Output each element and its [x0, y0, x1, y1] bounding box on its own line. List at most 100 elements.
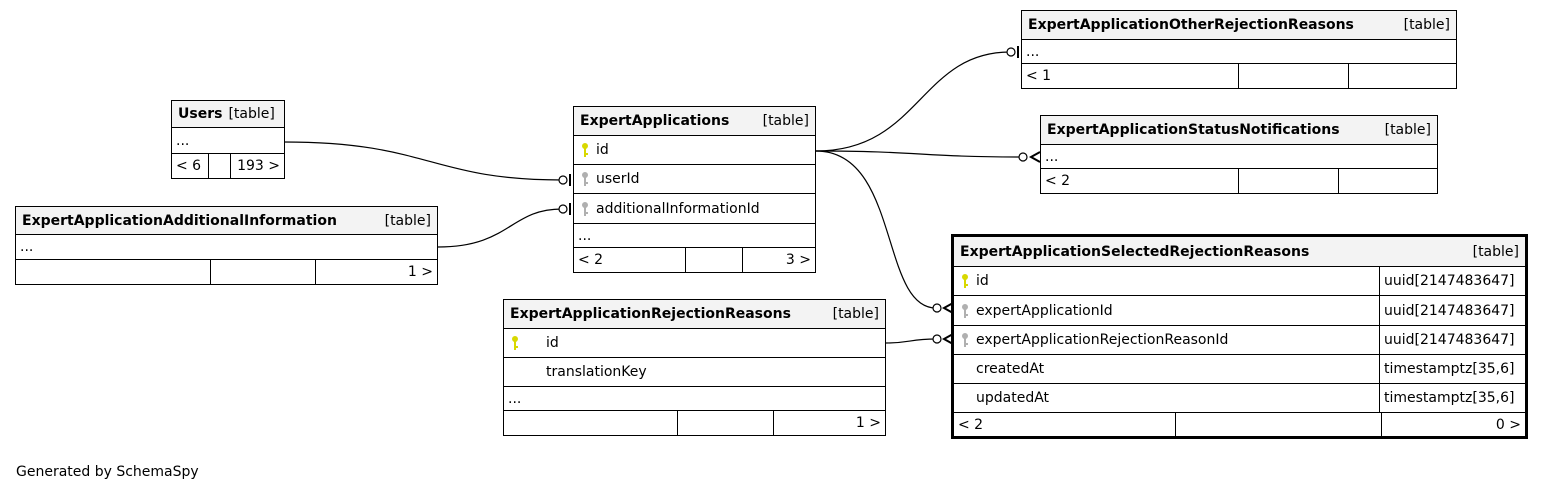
- column-type: uuid[2147483647]: [1379, 326, 1525, 354]
- table-footer: < 2: [1041, 169, 1437, 193]
- zero-marker: [1018, 152, 1028, 162]
- table-name: ExpertApplicationSelectedRejectionReason…: [960, 243, 1310, 260]
- edge-expertapplications-selected: [815, 150, 937, 309]
- table-tag: [table]: [762, 113, 809, 129]
- table-header: ExpertApplications [table]: [574, 107, 815, 136]
- footer-children[interactable]: 3 >: [742, 248, 815, 272]
- table-tag: [table]: [384, 212, 431, 229]
- table-header: ExpertApplicationSelectedRejectionReason…: [954, 237, 1525, 267]
- footer-parents[interactable]: < 1: [1026, 68, 1052, 84]
- table-tag: [table]: [1472, 243, 1519, 260]
- footer-children: 0 >: [1381, 413, 1525, 436]
- ellipsis-row: ...: [16, 235, 437, 260]
- table-rejection-reasons[interactable]: ExpertApplicationRejectionReasons [table…: [503, 299, 886, 436]
- table-name: ExpertApplicationRejectionReasons: [510, 306, 791, 322]
- table-status-notifications[interactable]: ExpertApplicationStatusNotifications [ta…: [1040, 115, 1438, 194]
- column-name: expertApplicationRejectionReasonId: [976, 332, 1229, 348]
- edge-expertapplications-statusnotifications: [815, 150, 1024, 158]
- edge-expertapplications-otherrejection: [815, 51, 1011, 152]
- table-users[interactable]: Users [table] ... < 6 193 >: [171, 100, 285, 179]
- footer-children[interactable]: 193 >: [230, 154, 284, 178]
- column-type: uuid[2147483647]: [1379, 296, 1525, 325]
- table-additional-information[interactable]: ExpertApplicationAdditionalInformation […: [15, 206, 438, 285]
- table-expert-applications[interactable]: ExpertApplications [table] id userId add…: [573, 106, 816, 273]
- zero-marker: [558, 175, 568, 185]
- footer-parents[interactable]: < 2: [578, 252, 604, 268]
- column-row[interactable]: id: [504, 329, 885, 358]
- footer-middle: [1238, 64, 1348, 88]
- foreign-key-icon: [954, 332, 976, 348]
- column-row[interactable]: id: [574, 136, 815, 165]
- table-header: ExpertApplicationStatusNotifications [ta…: [1041, 116, 1437, 145]
- primary-key-icon: [504, 335, 526, 351]
- footer-parents[interactable]: < 2: [1045, 173, 1071, 189]
- table-name: ExpertApplicationStatusNotifications: [1047, 122, 1340, 138]
- table-header: Users [table]: [172, 101, 284, 128]
- primary-key-icon: [954, 273, 976, 289]
- column-name: id: [976, 273, 989, 289]
- table-tag: [table]: [228, 106, 275, 122]
- column-row[interactable]: id uuid[2147483647]: [954, 267, 1525, 296]
- foreign-key-icon: [954, 303, 976, 319]
- column-name: expertApplicationId: [976, 302, 1113, 319]
- table-tag: [table]: [1403, 17, 1450, 33]
- footer-middle: [210, 260, 315, 284]
- column-name: additionalInformationId: [596, 200, 760, 217]
- many-marker: [941, 333, 954, 345]
- table-selected-rejection-reasons[interactable]: ExpertApplicationSelectedRejectionReason…: [951, 234, 1528, 439]
- ellipsis-row: ...: [574, 224, 815, 248]
- edge-users-expertapplications: [283, 141, 563, 181]
- table-footer: 1 >: [504, 411, 885, 435]
- primary-key-icon: [574, 142, 596, 158]
- footer-children[interactable]: 1 >: [773, 411, 885, 435]
- table-tag: [table]: [1384, 122, 1431, 138]
- foreign-key-icon: [574, 201, 596, 217]
- table-name: ExpertApplications: [580, 113, 730, 129]
- zero-marker: [932, 334, 942, 344]
- zero-marker: [1006, 47, 1016, 57]
- table-name: ExpertApplicationAdditionalInformation: [22, 212, 337, 229]
- table-footer: < 2 3 >: [574, 248, 815, 272]
- table-header: ExpertApplicationOtherRejectionReasons […: [1022, 11, 1456, 40]
- generated-by-credit: Generated by SchemaSpy: [16, 464, 199, 480]
- many-marker: [941, 302, 954, 314]
- table-name: ExpertApplicationOtherRejectionReasons: [1028, 17, 1354, 33]
- footer-parents[interactable]: < 6: [176, 158, 202, 174]
- table-footer: 1 >: [16, 260, 437, 284]
- zero-marker: [932, 303, 942, 313]
- table-footer: < 2 0 >: [954, 413, 1525, 436]
- column-row[interactable]: expertApplicationRejectionReasonId uuid[…: [954, 326, 1525, 355]
- edge-additionalinfo-expertapplications: [437, 208, 563, 248]
- edge-rejectionreasons-selected: [885, 338, 937, 344]
- footer-children[interactable]: 1 >: [315, 260, 437, 284]
- footer-parents: [16, 260, 210, 284]
- column-row[interactable]: translationKey: [504, 358, 885, 387]
- column-row[interactable]: additionalInformationId: [574, 194, 815, 224]
- column-row[interactable]: updatedAt timestamptz[35,6]: [954, 384, 1525, 413]
- table-header: ExpertApplicationRejectionReasons [table…: [504, 300, 885, 329]
- column-row[interactable]: userId: [574, 165, 815, 194]
- footer-parents[interactable]: < 2: [958, 416, 984, 433]
- table-other-rejection-reasons[interactable]: ExpertApplicationOtherRejectionReasons […: [1021, 10, 1457, 89]
- table-tag: [table]: [832, 306, 879, 322]
- column-name: id: [546, 335, 559, 351]
- column-name: createdAt: [976, 361, 1045, 377]
- ellipsis-row: ...: [172, 128, 284, 154]
- column-name: updatedAt: [976, 390, 1050, 406]
- footer-middle: [1238, 169, 1338, 193]
- column-name: id: [596, 142, 609, 158]
- table-footer: < 6 193 >: [172, 154, 284, 178]
- ellipsis-row: ...: [1041, 145, 1437, 169]
- ellipsis-row: ...: [1022, 40, 1456, 64]
- table-name: Users: [178, 106, 223, 122]
- table-footer: < 1: [1022, 64, 1456, 88]
- footer-middle: [1175, 413, 1381, 436]
- column-row[interactable]: expertApplicationId uuid[2147483647]: [954, 296, 1525, 326]
- ellipsis-row: ...: [504, 387, 885, 411]
- table-header: ExpertApplicationAdditionalInformation […: [16, 207, 437, 235]
- footer-middle: [208, 154, 230, 178]
- column-type: timestamptz[35,6]: [1379, 384, 1525, 412]
- column-row[interactable]: createdAt timestamptz[35,6]: [954, 355, 1525, 384]
- column-type: uuid[2147483647]: [1379, 267, 1525, 295]
